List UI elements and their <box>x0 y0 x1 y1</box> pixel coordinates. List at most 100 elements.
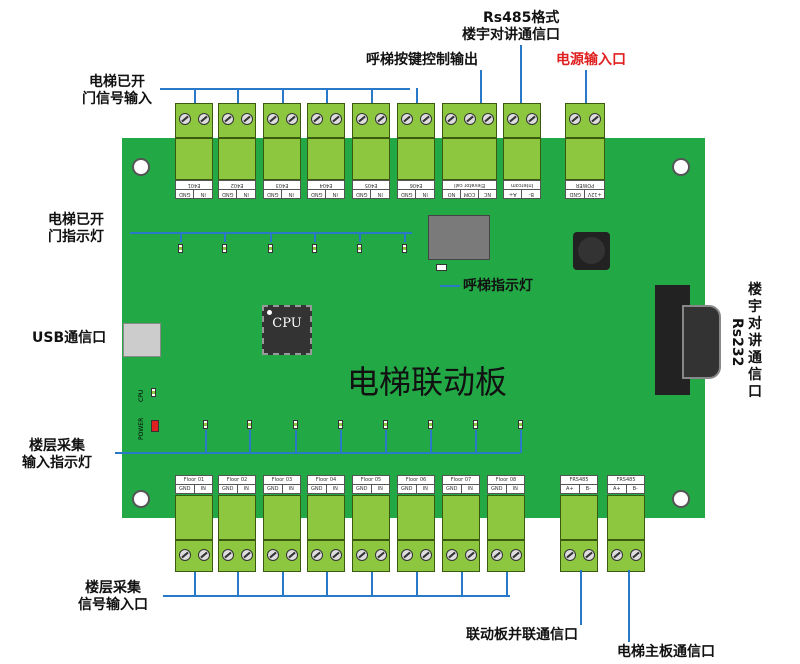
door-indicator-led <box>268 244 273 253</box>
connector-name: Floor 03 <box>271 477 293 483</box>
screw-terminal <box>285 113 298 125</box>
pin-label: A+ <box>561 485 580 493</box>
bracket-tick <box>416 572 418 596</box>
floor-indicator-led <box>383 420 388 429</box>
floor-input-bracket <box>163 595 510 597</box>
call-output-line <box>480 70 482 103</box>
screw-terminal <box>629 549 642 561</box>
connector-name: Floor 04 <box>315 477 337 483</box>
rs485-title: Rs485格式 <box>483 10 560 26</box>
bracket-tick <box>475 430 477 453</box>
floor-indicator-led <box>428 420 433 429</box>
pin-label: IN <box>281 190 300 198</box>
pin-label: IN <box>236 190 255 198</box>
buzzer <box>573 232 610 270</box>
connector-name: FRS485 <box>569 477 589 483</box>
pin-label: IN <box>415 190 434 198</box>
pin-row: B-A+ <box>504 190 540 198</box>
pin-label: GND <box>356 191 368 197</box>
floor-indicator-label: 楼层采集 输入指示灯 <box>22 438 92 471</box>
pin-label: IN <box>467 486 473 492</box>
cpu-led <box>151 388 156 397</box>
screw-terminal <box>445 549 458 561</box>
call-indicator-label: 呼梯指示灯 <box>463 278 533 294</box>
floor-input-label: 楼层采集 信号输入口 <box>78 580 148 613</box>
floor-indicator-led <box>293 420 298 429</box>
call-indicator-line <box>440 285 460 287</box>
pin-label: GND <box>401 191 413 197</box>
connector-name: E405 <box>353 181 389 190</box>
pcb-board <box>122 138 705 518</box>
screw-terminal <box>310 549 323 561</box>
screw-terminal <box>266 113 279 125</box>
screw-terminal <box>419 113 432 125</box>
board-title: 电梯联动板 <box>347 363 508 401</box>
pin-label: COM <box>460 190 478 198</box>
connector-name: Floor 01 <box>183 477 205 483</box>
terminal-header <box>307 495 345 540</box>
pin-label: A+ <box>608 485 627 493</box>
connector-name: FRS485 <box>616 477 636 483</box>
pin-label: GND <box>353 485 372 493</box>
pin-label: GND <box>398 485 417 493</box>
terminal-header <box>175 138 213 180</box>
pin-label: IN <box>377 486 383 492</box>
call-output-label: 呼梯按键控制输出 <box>366 52 478 68</box>
mounting-hole <box>672 490 690 508</box>
terminal-header <box>263 138 301 180</box>
door-signal-bracket <box>160 88 410 90</box>
rs485-subtitle: 楼宇对讲通信口 <box>462 27 560 43</box>
pin-label: GND <box>267 191 279 197</box>
bracket-tick <box>282 88 284 103</box>
bracket-tick <box>430 430 432 453</box>
terminal-header <box>503 138 541 180</box>
screw-terminal <box>506 113 519 125</box>
pin-label: A+ <box>508 191 517 197</box>
connector-name: E401 <box>176 181 212 190</box>
connector-name: E403 <box>264 181 300 190</box>
terminal-header <box>442 495 480 540</box>
mounting-hole <box>672 158 690 176</box>
floor-indicator-led <box>203 420 208 429</box>
screw-terminal <box>197 113 210 125</box>
floor-indicator-led <box>338 420 343 429</box>
relay <box>428 215 490 260</box>
cpu-led-label: CPU <box>138 389 145 402</box>
bracket-tick <box>237 572 239 596</box>
screw-terminal <box>400 113 413 125</box>
pin-label: GND <box>179 191 191 197</box>
usb-port <box>123 323 161 357</box>
terminal-header <box>487 495 525 540</box>
pin-label: GND <box>222 191 234 197</box>
terminal-header <box>565 138 605 180</box>
connector-name: Elevator call <box>443 181 496 190</box>
connector-name: E404 <box>308 181 344 190</box>
pin-label: GND <box>219 485 238 493</box>
pin-label: GND <box>308 485 327 493</box>
screw-terminal <box>400 549 413 561</box>
bracket-tick <box>314 232 316 242</box>
pin-label: NO <box>447 191 456 197</box>
terminal-header <box>607 495 645 540</box>
connector-name: POWER <box>566 181 604 190</box>
screw-terminal <box>582 549 595 561</box>
connector-name: Floor 02 <box>226 477 248 483</box>
screw-terminal <box>563 549 576 561</box>
pin-label: IN <box>200 486 206 492</box>
bracket-tick <box>224 232 226 242</box>
